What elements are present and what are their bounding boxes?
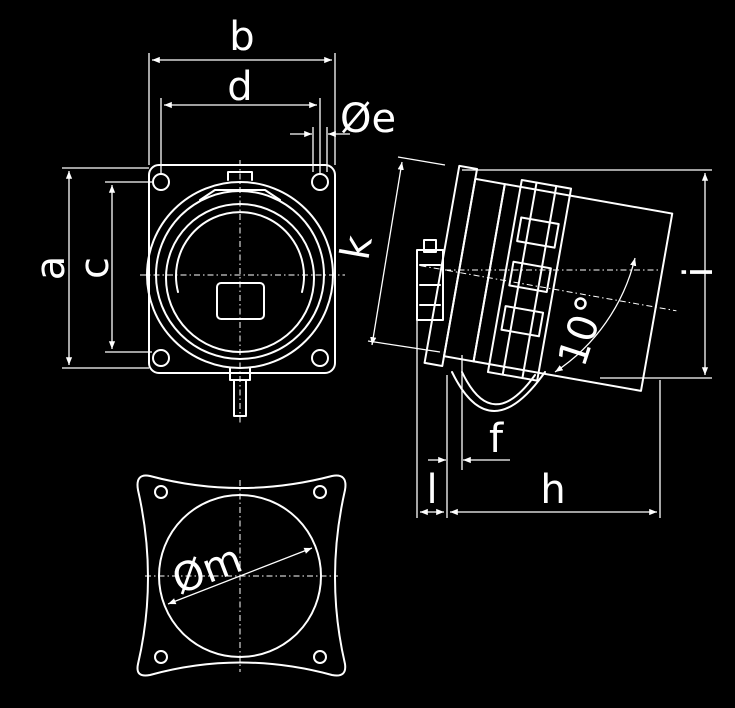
socket-arc (175, 211, 305, 293)
label-angle: 10° (550, 290, 616, 372)
rib-slot-3 (500, 305, 545, 338)
front-plate (148, 164, 336, 374)
label-d: d (227, 64, 252, 110)
dim-line-k (370, 161, 404, 346)
cutout-outline (136, 474, 347, 677)
label-i: i (676, 266, 722, 277)
front-view: b d Øe a c (28, 14, 396, 425)
label-h: h (540, 467, 565, 513)
rib-slot-1 (516, 216, 560, 249)
label-f: f (489, 416, 504, 462)
side-hinge-block (416, 249, 444, 321)
dim-line-m (167, 547, 313, 605)
rib-slot-2 (508, 260, 552, 293)
cutout-hole-br (313, 650, 327, 664)
mounting-cutout-view: Øm (136, 474, 347, 677)
screw-hole-bl (152, 349, 170, 367)
label-k: k (333, 232, 382, 264)
label-b: b (229, 14, 254, 60)
label-l: l (426, 467, 437, 513)
angle-arc (554, 257, 637, 373)
side-lid-arc (451, 371, 546, 412)
side-view: 10° k i f l h (333, 156, 722, 518)
screw-hole-br (311, 349, 329, 367)
side-lid-arc-inner (461, 371, 536, 406)
side-body (472, 183, 674, 392)
side-hinge-cap (423, 239, 437, 253)
cutout-hole-bl (154, 650, 168, 664)
side-ribs (486, 178, 573, 382)
screw-hole-tr (311, 173, 329, 191)
cutout-hole-tr (313, 485, 327, 499)
label-m: Øm (166, 536, 248, 604)
hinge-tab (227, 171, 253, 181)
label-c: c (72, 257, 118, 279)
screw-hole-tl (152, 173, 170, 191)
cutout-hole-tl (154, 485, 168, 499)
label-e: Øe (340, 96, 396, 142)
label-a: a (28, 256, 74, 281)
